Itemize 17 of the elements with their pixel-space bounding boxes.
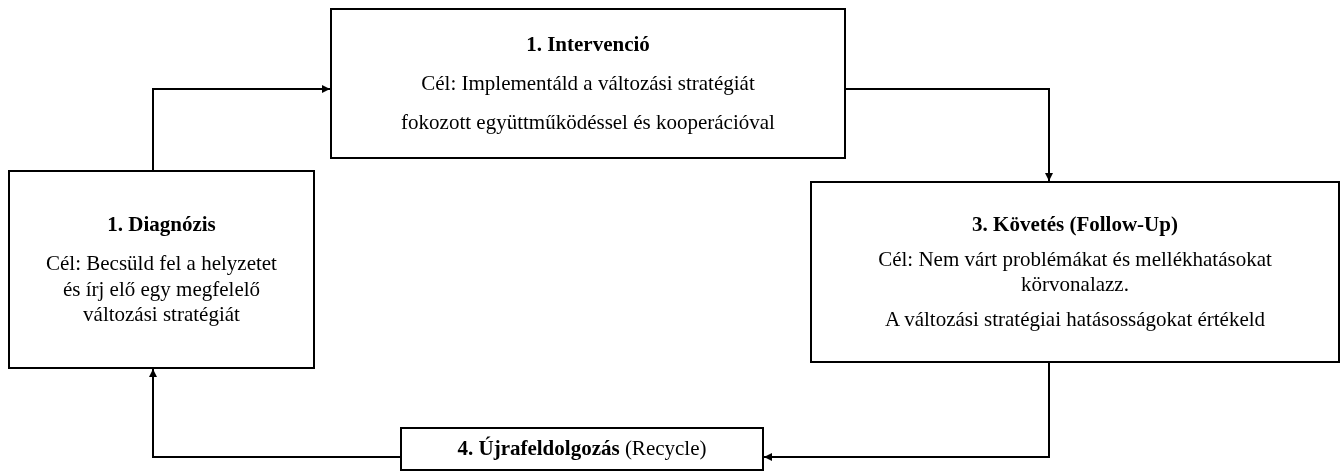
process-box bbox=[330, 8, 846, 159]
process-box bbox=[810, 181, 1340, 363]
box-text: fokozott együttműködéssel és kooperációval bbox=[401, 110, 775, 136]
box-text: Cél: Implementáld a változási stratégiát bbox=[421, 70, 755, 97]
box-heading: 1. Intervenció bbox=[526, 31, 650, 57]
box-heading: 3. Követés (Follow-Up) bbox=[972, 211, 1178, 237]
box-heading: 1. Diagnózis bbox=[107, 212, 216, 238]
process-box bbox=[8, 170, 315, 369]
arrow bbox=[763, 362, 1050, 461]
box-text: A változási stratégiai hatásosságokat értékeld bbox=[884, 307, 1266, 333]
process-box bbox=[400, 427, 764, 471]
arrow bbox=[845, 88, 1053, 182]
box-text: 4. Újrafeldolgozás (Recycle) bbox=[457, 436, 707, 462]
box-text: Cél: Nem várt problémákat és mellékhatásokat körvonalazz. bbox=[877, 246, 1273, 298]
box-text: Cél: Becsüld fel a helyzetet és írj elő egy megfelelő változási stratégiát bbox=[45, 251, 278, 327]
arrow bbox=[152, 85, 331, 171]
arrow bbox=[149, 368, 401, 458]
